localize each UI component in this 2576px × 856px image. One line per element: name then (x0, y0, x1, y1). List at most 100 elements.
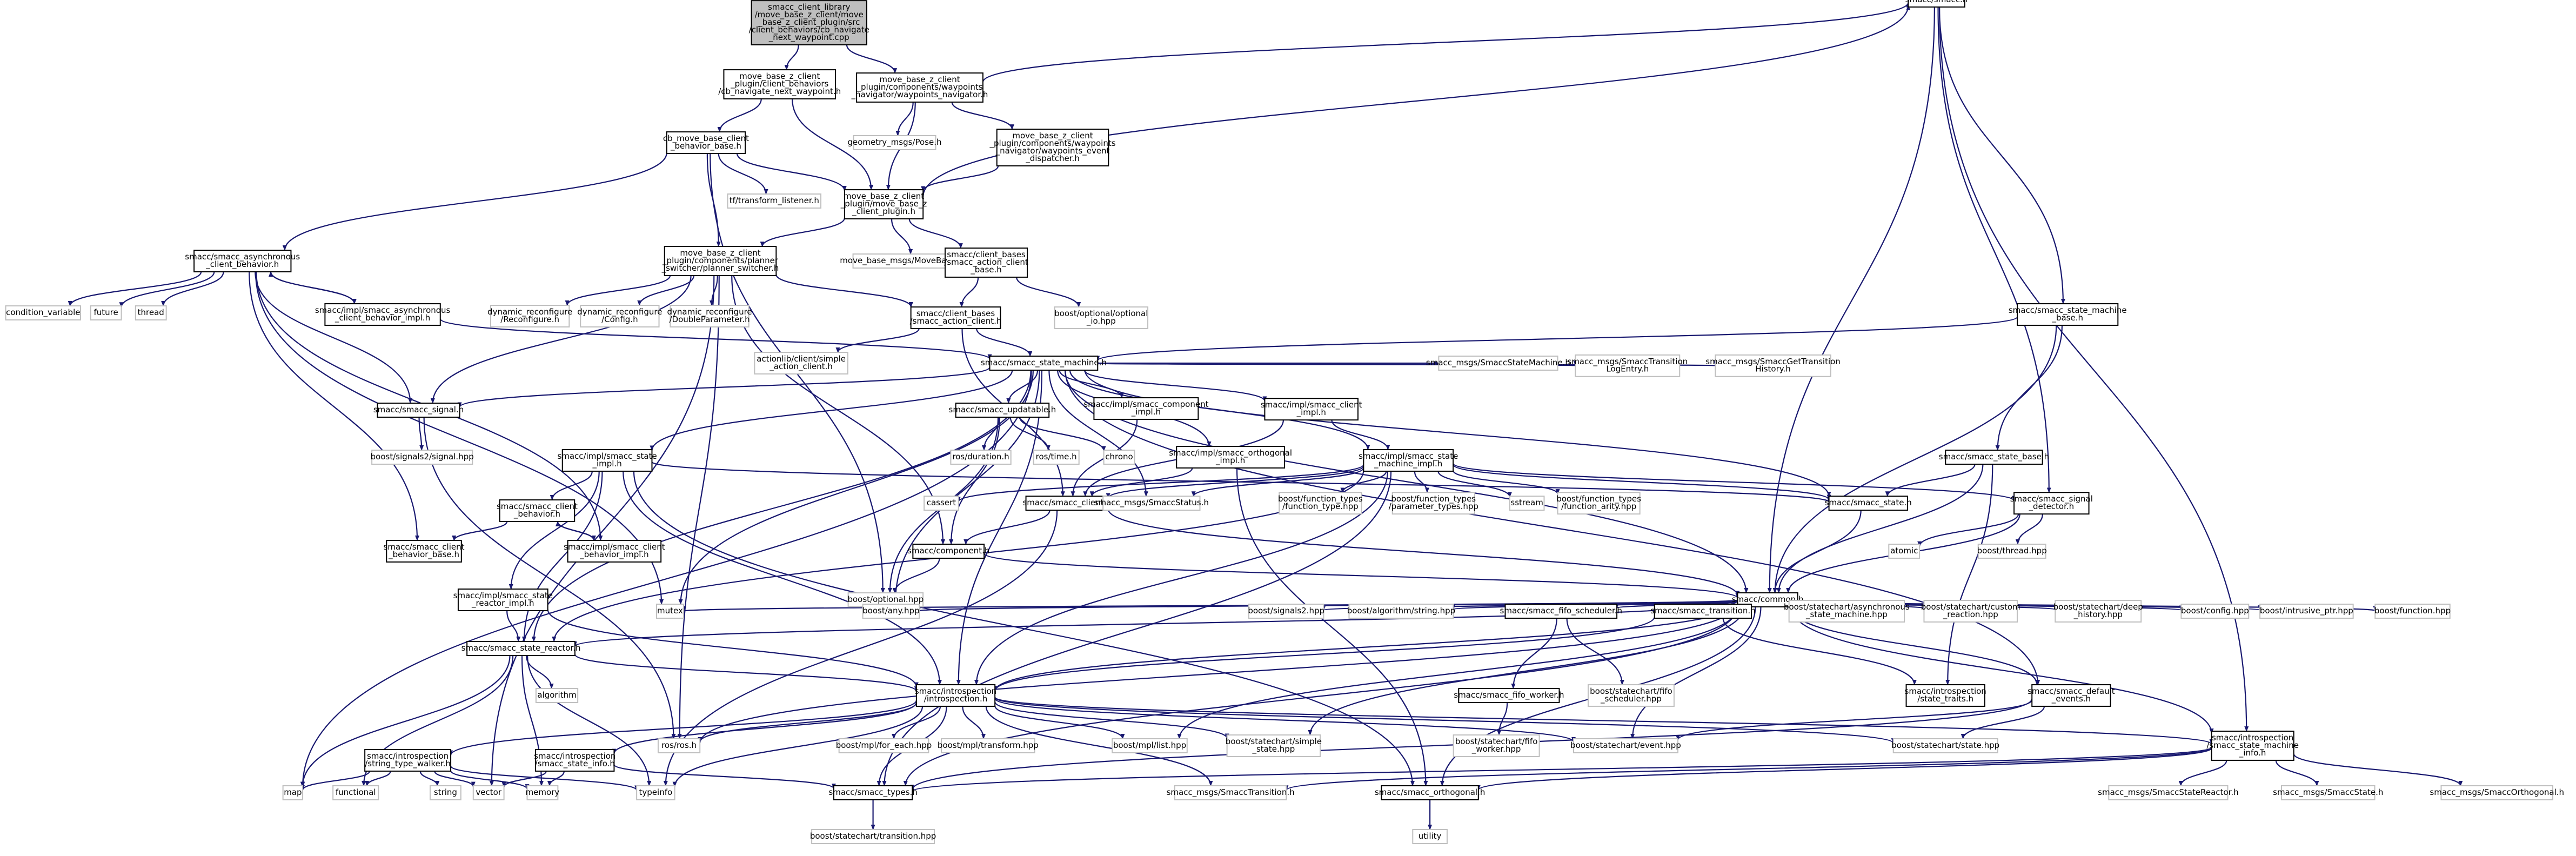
edge-smacc-common-to-boost-any (918, 599, 1738, 612)
node-box[interactable] (1945, 450, 2043, 465)
node-box[interactable] (1264, 398, 1359, 421)
node-box[interactable] (1458, 688, 1560, 703)
node-smacc-signal[interactable]: smacc/smacc_signal.h (373, 403, 464, 418)
node-smacc-state-reactor[interactable]: smacc/smacc_state_reactor.h (461, 641, 581, 656)
node-smacc-types[interactable]: smacc/smacc_types.h (828, 785, 918, 800)
node-label-line: string (434, 787, 457, 797)
node-box[interactable] (2013, 492, 2090, 515)
node-box[interactable] (723, 69, 837, 99)
node-smacc-state[interactable]: smacc/smacc_state.h (1825, 496, 1912, 511)
node-box[interactable] (561, 449, 653, 472)
node-smacc-state-machine-impl[interactable]: smacc/impl/smacc_state_machine_impl.h (1359, 449, 1458, 472)
node-smacc-action-client-base[interactable]: smacc/client_bases/smacc_action_client_b… (944, 248, 1028, 278)
edge-smacc-updatable-to-ros-time (1009, 417, 1051, 451)
node-box[interactable] (1908, 0, 1965, 8)
node-sstream: sstream (1509, 496, 1545, 511)
node-smacc-orthogonal-impl[interactable]: smacc/impl/smacc_orthogonal_impl.h (1169, 446, 1292, 469)
node-label-line: smacc/introspection (2212, 733, 2293, 743)
node-box[interactable] (1093, 397, 1199, 420)
node-box[interactable] (844, 189, 924, 219)
node-smacc-async-cb[interactable]: smacc/smacc_asynchronous_client_behavior… (185, 250, 300, 272)
node-box[interactable] (386, 540, 462, 563)
node-smacc-component-impl[interactable]: smacc/impl/smacc_component_impl.h (1083, 397, 1209, 420)
node-smacc-transition[interactable]: smacc/smacc_transition.h (1650, 604, 1756, 619)
node-box[interactable] (1025, 496, 1109, 511)
node-box[interactable] (833, 785, 913, 800)
node-box[interactable] (567, 540, 662, 563)
node-box[interactable] (1654, 604, 1752, 619)
node-smacc-default-events[interactable]: smacc/smacc_default_events.h (2028, 684, 2115, 707)
node-box[interactable] (499, 499, 576, 522)
node-smacc-client[interactable]: smacc/smacc_client.h (1022, 496, 1112, 511)
node-box[interactable] (1176, 446, 1286, 469)
node-box[interactable] (2017, 303, 2119, 326)
node-smacc-client-impl[interactable]: smacc/impl/smacc_client_impl.h (1261, 398, 1362, 421)
node-box (1575, 354, 1681, 377)
node-box[interactable] (910, 306, 1001, 329)
node-cb-move-base[interactable]: cb_move_base_client_behavior_base.h (663, 131, 749, 154)
node-box[interactable] (377, 403, 460, 418)
node-planner-switcher[interactable]: move_base_z_client_plugin/components/pla… (661, 246, 779, 276)
node-box[interactable] (2211, 731, 2294, 761)
node-waypoints-navigator[interactable]: move_base_z_client_plugin/components/way… (851, 72, 988, 103)
node-box[interactable] (856, 72, 983, 103)
edge-smacc-state-machine-impl-to-bf-function-type (1340, 471, 1387, 493)
node-box[interactable] (324, 303, 441, 326)
node-smacc-action-client[interactable]: smacc/client_bases/smacc_action_client.h (910, 306, 1002, 329)
node-string-type-walker[interactable]: smacc/introspection/string_type_walker.h (364, 749, 452, 772)
node-box[interactable] (457, 588, 548, 611)
node-smacc-signal-detector[interactable]: smacc/smacc_signal_detector.h (2010, 492, 2093, 515)
node-smacc-fifo-scheduler[interactable]: smacc/smacc_fifo_scheduler.h (1500, 604, 1622, 619)
node-boost-function: boost/function.hpp (2374, 604, 2451, 619)
node-smacc-cb-base[interactable]: smacc/smacc_client_behavior_base.h (384, 540, 465, 563)
node-box[interactable] (535, 749, 615, 772)
node-box[interactable] (996, 129, 1109, 166)
node-cb-nav-next[interactable]: move_base_z_client_plugin/client_behavio… (718, 69, 841, 99)
node-box[interactable] (915, 684, 996, 707)
node-smacc-state-machine-base[interactable]: smacc/smacc_state_machine_base.h (2009, 303, 2127, 326)
edge-smacc-updatable-to-chrono (1019, 417, 1106, 452)
node-box[interactable] (364, 749, 452, 772)
node-smacc-updatable[interactable]: smacc/smacc_updatable.h (949, 403, 1056, 418)
node-box[interactable] (955, 403, 1050, 418)
node-smacc-state-machine[interactable]: smacc/smacc_state_machine.h (981, 356, 1107, 371)
node-smacc-state-base[interactable]: smacc/smacc_state_base.h (1939, 450, 2049, 465)
node-smacc-async-cb-impl[interactable]: smacc/impl/smacc_asynchronous_client_beh… (315, 303, 451, 326)
node-smacc-client-behavior[interactable]: smacc/smacc_client_behavior.h (497, 499, 578, 522)
edge-cb-move-base-to-move-base-plugin (736, 153, 847, 191)
node-smacc-cb-impl[interactable]: smacc/impl/smacc_client_behavior_impl.h (564, 540, 665, 563)
node-label-line: ros/duration.h (952, 452, 1009, 462)
node-box[interactable] (664, 246, 777, 276)
node-label-line: /smacc_state_machine (2206, 740, 2299, 751)
node-smacc-h[interactable]: smacc/smacc.h (1905, 0, 1968, 8)
node-introspection-sm-info[interactable]: smacc/introspection/smacc_state_machine_… (2206, 731, 2299, 761)
node-box[interactable] (2031, 684, 2111, 707)
node-root[interactable]: smacc_client_library/move_base_z_client/… (749, 0, 869, 45)
node-box[interactable] (666, 131, 746, 154)
node-label-line: /smacc_state_info.h (535, 759, 615, 769)
node-smacc-state-info[interactable]: smacc/introspection/smacc_state_info.h (534, 749, 615, 772)
node-smacc-state-reactor-impl[interactable]: smacc/impl/smacc_state_reactor_impl.h (453, 588, 553, 611)
node-box (1103, 450, 1135, 465)
node-label-line: smacc/smacc.h (1905, 0, 1968, 4)
node-box[interactable] (751, 0, 867, 45)
node-introspection-state-traits[interactable]: smacc/introspection/state_traits.h (1905, 684, 1986, 707)
node-box[interactable] (1504, 604, 1618, 619)
node-box[interactable] (989, 356, 1099, 371)
node-box[interactable] (1905, 684, 1985, 707)
node-box[interactable] (1381, 785, 1479, 800)
node-box[interactable] (1828, 496, 1908, 511)
node-smacc-fifo-worker[interactable]: smacc/smacc_fifo_worker.h (1454, 688, 1564, 703)
node-box[interactable] (193, 250, 292, 272)
node-box[interactable] (912, 544, 985, 559)
node-introspection[interactable]: smacc/introspection/introspection.h (915, 684, 996, 707)
node-waypoints-event-dispatcher[interactable]: move_base_z_client_plugin/components/way… (989, 129, 1116, 166)
node-smacc-component[interactable]: smacc/component.h (907, 544, 989, 559)
node-move-base-plugin[interactable]: move_base_z_client_plugin/move_base_z_cl… (840, 189, 927, 219)
node-box[interactable] (1363, 449, 1454, 472)
node-box[interactable] (466, 641, 576, 656)
node-box[interactable] (944, 248, 1028, 278)
node-smacc-orthogonal[interactable]: smacc/smacc_orthogonal.h (1375, 785, 1486, 800)
node-smacc-state-impl[interactable]: smacc/impl/smacc_state_impl.h (557, 449, 657, 472)
